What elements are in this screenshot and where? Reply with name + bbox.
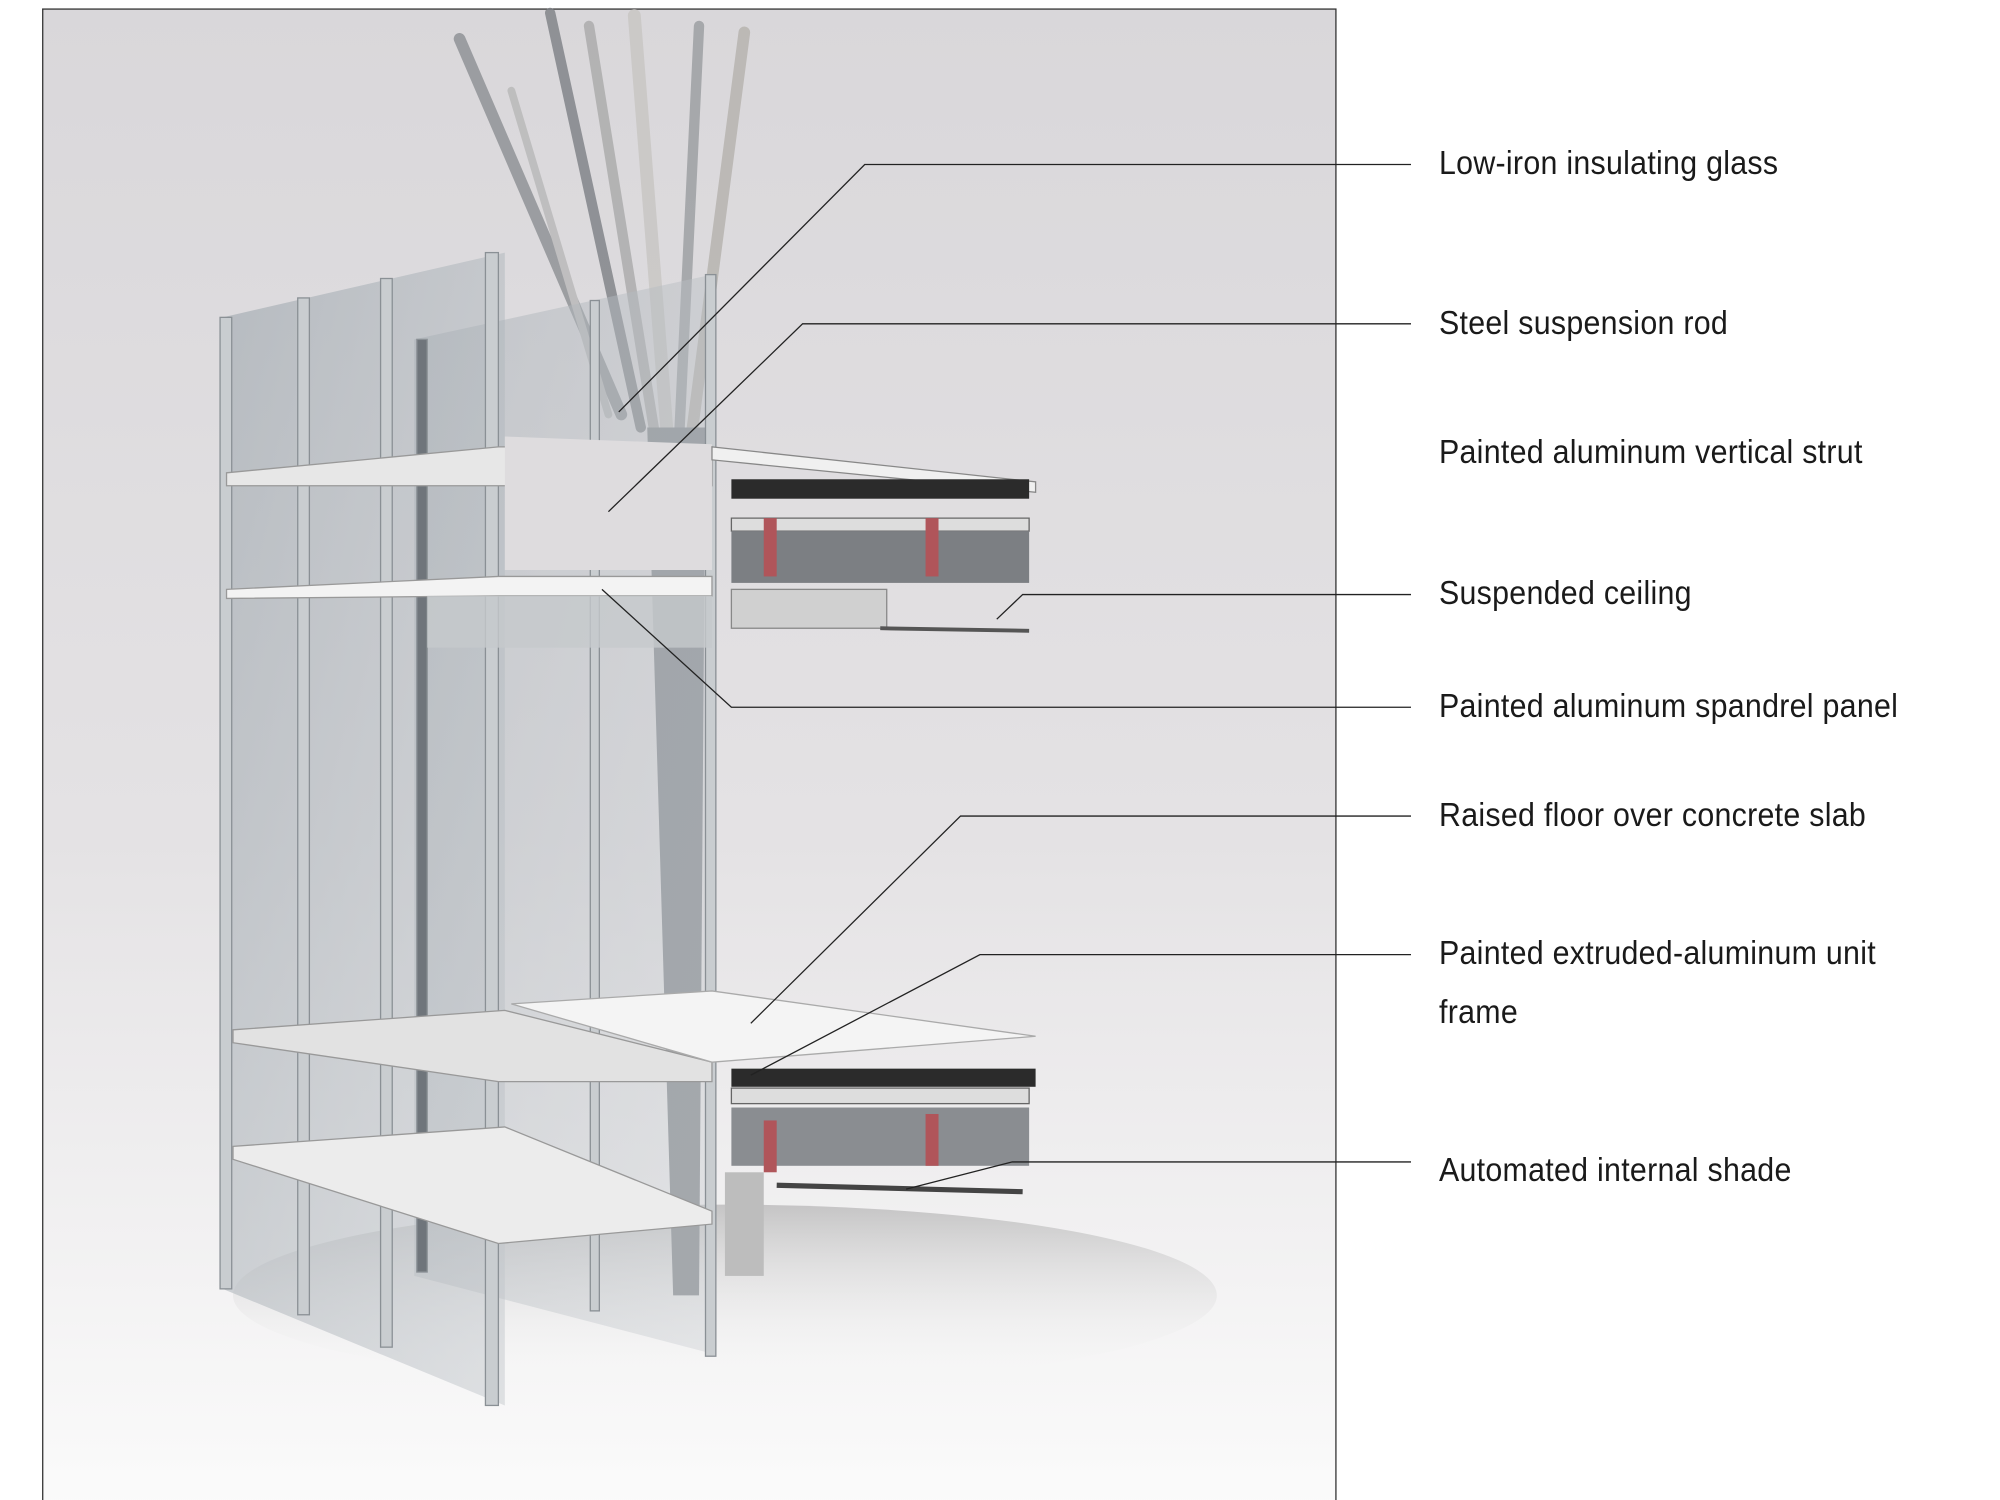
leader-raised-floor (750, 815, 1412, 1024)
label-suspended-ceiling: Suspended ceiling (1439, 574, 1692, 611)
label-internal-shade: Automated internal shade (1439, 1151, 1792, 1188)
vertical-struts (219, 251, 717, 1407)
leader-lines (601, 163, 1412, 1190)
lower-floor-assembly (232, 990, 1036, 1276)
leader-unit-frame (750, 954, 1412, 1076)
label-unit-frame-line2: frame (1439, 993, 1518, 1030)
leader-suspended-ceiling (996, 593, 1412, 620)
upper-floor-assembly (225, 436, 1037, 648)
label-unit-frame: Painted extruded-aluminum unit (1439, 934, 1876, 971)
leader-spandrel-panel (601, 588, 1412, 708)
leader-internal-shade (905, 1161, 1412, 1190)
leader-low-iron-glass (618, 163, 1412, 413)
label-suspension-rod: Steel suspension rod (1439, 304, 1729, 341)
label-spandrel-panel: Painted aluminum spandrel panel (1439, 687, 1899, 724)
label-vertical-strut: Painted aluminum vertical strut (1439, 433, 1863, 470)
label-raised-floor: Raised floor over concrete slab (1439, 796, 1867, 833)
leader-suspension-rod (607, 323, 1412, 513)
label-low-iron-glass: Low-iron insulating glass (1439, 144, 1779, 181)
